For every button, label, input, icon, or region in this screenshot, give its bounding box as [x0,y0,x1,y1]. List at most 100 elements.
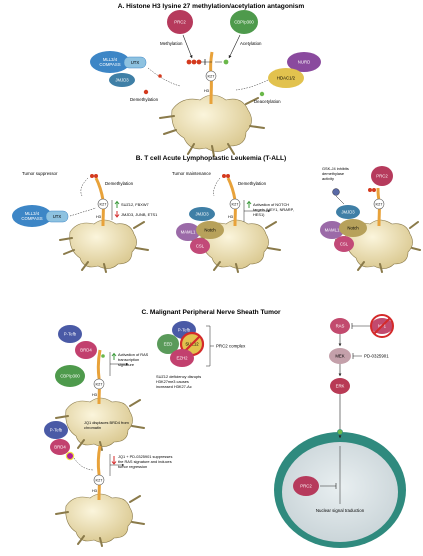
section-a-title: A. Histone H3 lysine 27 methylation/acet… [118,3,305,10]
tumor-maintenance-label: Tumor maintenance [172,171,211,176]
hdac-label-a: HDAC1/2 [277,76,296,81]
k27-label-c1: K27 [96,382,103,387]
released-acetyl-a [259,91,265,97]
brd4-label-c2: BRD4 [54,445,66,450]
nucleosome-b1 [59,219,149,273]
ptefb-label-c3: P-Tefb [50,428,63,433]
acetylation-label-a: Acetylation [240,41,262,46]
cbp-label-c1: CBP/p300 [60,374,80,379]
jq1-text-2: chromatin [84,425,101,430]
maml1-node-b2 [176,223,200,241]
activation-text-b3: HES1) [253,212,265,217]
demethylation-label-b1: Demethylation [105,181,134,186]
mll-label-a2: COMPASS [99,62,120,67]
h3-label-a: H3 [204,88,209,93]
utx-node-a [123,56,147,69]
ras-label: RAS [336,324,345,329]
hdac-node-a [268,68,304,88]
nucleosome-c2 [55,493,145,547]
suz12-text-2: H3K27me3 causes [156,379,189,384]
activation-ras-3: signature [118,362,134,367]
methyl-group-a1 [191,59,197,65]
jq1-molecule [65,451,75,461]
prc2-node-a [167,10,193,34]
csl-node-b3 [334,236,354,252]
k27-label-b2: K27 [232,202,239,207]
ptefb-label-c2: P-Tefb [178,328,191,333]
gsk-j4-molecule [332,188,340,196]
prc2-label-b3: PRC2 [376,174,388,179]
eed-label: EED [164,342,173,347]
mll-label-b1: MLL3/4 [25,211,40,216]
prc2-node-c [293,476,319,496]
notch-node-b2 [196,221,224,239]
methyl-group-a2 [196,59,202,65]
released-methyl-a [143,89,149,95]
up-arrow-b [114,200,120,208]
k27-label-a: K27 [208,74,215,79]
gsk-text-3: activity [322,176,334,181]
activation-text-b1: Activation of NOTCH [253,202,289,207]
demethylation-label-b2: Demethylation [238,181,267,186]
brd4-node-c2 [50,439,70,455]
gsk-text-2: demethylase [322,171,344,176]
jq1-pd-text-1: JQ1 + PD-0325901 suppresses [118,454,172,459]
section-b-title: B. T cell Acute Lymphoplastic Leukemia (… [136,155,286,162]
down-arrow-b [114,211,120,218]
maml1-label-b3: MAML1 [325,228,340,233]
csl-node-b2 [190,238,210,254]
pd-label: PD-0325901 [364,354,389,359]
jq1-text-1: JQ1 displaces BRD4 from [84,420,129,425]
mek-node [329,348,351,364]
erk-label: ERK [336,384,345,389]
mek-label: MEK [335,354,344,359]
maml1-label-b2: MAML1 [181,230,196,235]
cbp-label-a: CBP/p300 [234,20,254,25]
nurd-node-a [287,52,321,72]
h3-label-c2: H3 [92,488,97,493]
mll-node-a [90,51,130,73]
mll-node-b [12,205,52,227]
brd4-node-c1 [75,341,97,359]
ptefb-node-c3 [44,421,68,439]
nf1-loss-symbol [370,314,394,338]
notch-node-b3 [339,219,367,237]
gsk-text-1: GSK-J4 inhibits [322,166,349,171]
methylation-label-a: Methylation [160,41,183,46]
nucleosome-c1 [55,397,145,451]
h3-label-b2: H3 [228,214,233,219]
utx-label-b: UTX [53,214,62,219]
prc2-label-c: PRC2 [300,484,312,489]
maml1-node-b3 [320,221,344,239]
h3-label-c1: H3 [92,392,97,397]
jmjd3-label-b2: JMJD3 [195,212,209,217]
activation-text-b2: targets (HEY1, NRARP, [253,207,294,212]
demethylation-label-a: Demethylation [130,97,159,102]
brd4-label-c1: BRD4 [80,348,92,353]
cbp-node-a [230,10,258,34]
k27-label-b1: K27 [100,202,107,207]
prc2-label-a: PRC2 [174,20,186,25]
notch-label-b3: Notch [347,226,359,231]
mll-label-b2: COMPASS [21,216,42,221]
prc2-node-b3 [371,166,393,186]
jmjd3-node-b3 [336,205,360,219]
nucleosome-a [159,94,265,157]
jq1-pd-text-2: the RAS signature and induces [118,459,172,464]
utx-node-b [45,210,69,223]
jmjd3-node-b2 [189,207,215,221]
nurd-label-a: NURD [298,60,310,65]
tumor-suppressor-label: Tumor suppressor [22,171,58,176]
notch-label-b2: Notch [204,228,216,233]
jmjd3-node-a [109,73,135,87]
jmjd3-label-b3: JMJD3 [341,210,355,215]
csl-label-b3: CSL [340,242,349,247]
ezh2-label: EZH2 [177,356,189,361]
acetyl-group-a [223,59,229,65]
prc2-complex-label: PRC2 complex [216,344,246,349]
utx-label-a: UTX [131,60,140,65]
erk-node [330,378,350,394]
deacetylation-label-a: Deacetylation [254,99,281,104]
